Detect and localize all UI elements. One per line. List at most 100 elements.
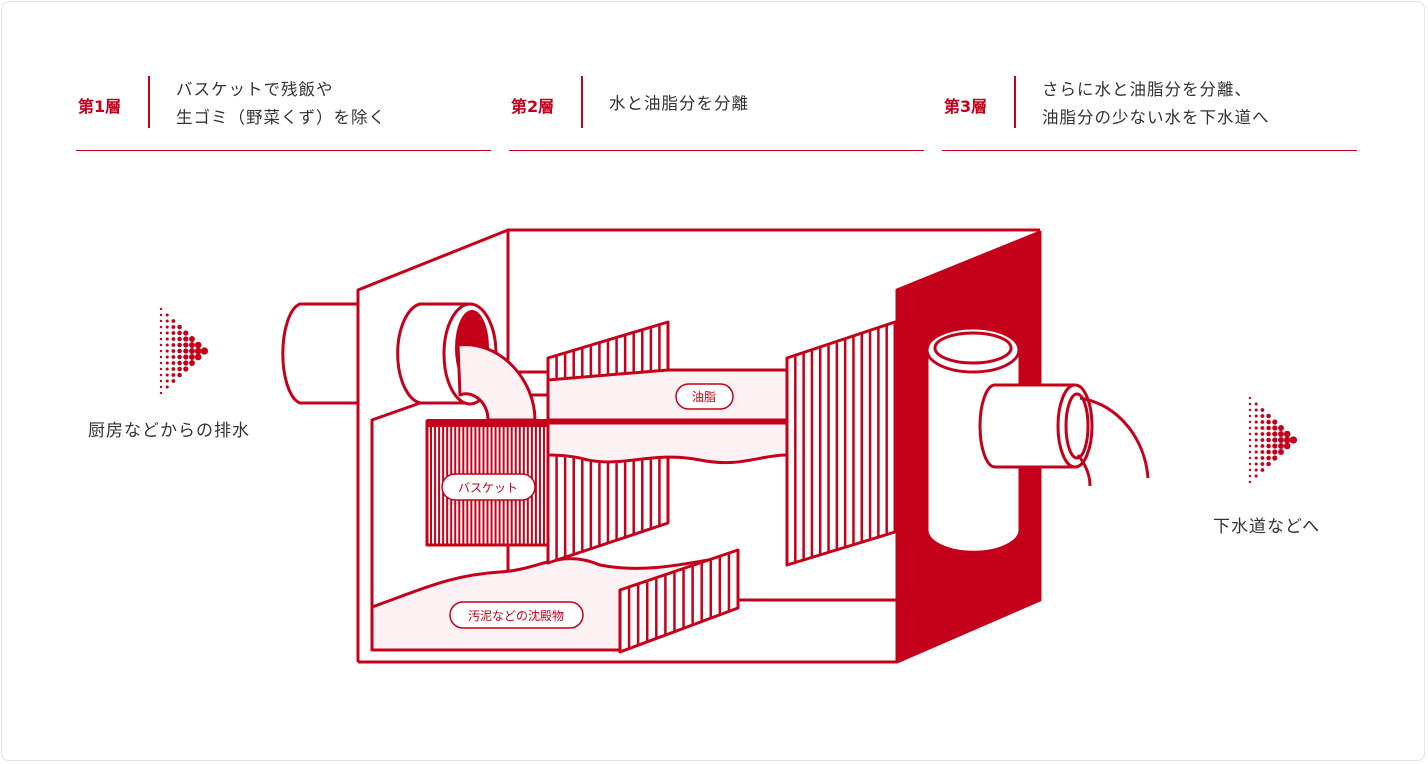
dot — [159, 379, 163, 383]
dot — [1248, 474, 1252, 478]
dot — [177, 348, 182, 354]
dot — [1272, 437, 1278, 443]
dot — [189, 336, 195, 342]
dot — [1278, 437, 1284, 443]
layer-3-label: 第3層 — [944, 97, 988, 116]
dot — [183, 354, 189, 360]
dot — [1248, 438, 1252, 442]
dot — [171, 373, 176, 377]
dot — [171, 331, 176, 335]
dot — [1266, 437, 1271, 443]
dot — [1254, 474, 1258, 478]
dot — [177, 354, 182, 360]
dot — [165, 373, 169, 377]
layer-2: 第2層 水と油脂分を分離 — [509, 76, 924, 151]
dot — [1260, 438, 1265, 442]
dot — [1266, 443, 1271, 449]
dot — [1254, 462, 1258, 466]
dot — [1254, 402, 1258, 406]
dot — [1260, 450, 1265, 454]
dot — [165, 343, 169, 347]
dot — [189, 360, 195, 366]
dot — [1272, 425, 1278, 431]
dot — [194, 347, 202, 355]
dot — [165, 331, 169, 335]
dot — [1272, 419, 1278, 425]
dot — [1254, 426, 1258, 430]
dot — [200, 347, 209, 355]
dot — [1260, 462, 1265, 466]
dot — [1248, 480, 1252, 484]
dot — [1254, 468, 1258, 472]
layer-2-desc: 水と油脂分を分離 — [609, 94, 749, 113]
dot — [1248, 444, 1252, 448]
dot — [165, 349, 169, 353]
dot — [1272, 455, 1278, 461]
oil-layer — [546, 368, 789, 422]
dot — [177, 336, 182, 342]
dot — [159, 361, 163, 365]
dot — [1283, 442, 1291, 450]
dot — [159, 325, 163, 329]
divider — [581, 76, 583, 128]
dot — [1260, 432, 1265, 436]
dot — [183, 366, 189, 372]
dot — [165, 385, 169, 389]
dot — [1266, 455, 1271, 461]
layer-3-desc: さらに水と油脂分を分離、 油脂分の少ない水を下水道へ — [1042, 80, 1270, 127]
dot — [194, 353, 202, 361]
dot — [1260, 420, 1265, 424]
dot — [1260, 468, 1265, 472]
dot — [1248, 462, 1252, 466]
dot — [1272, 431, 1278, 437]
dot — [159, 355, 163, 359]
dot — [1266, 413, 1271, 419]
dot — [177, 342, 182, 348]
dot — [159, 307, 163, 311]
dot — [165, 313, 169, 317]
dot — [171, 355, 176, 359]
oil-tag-text: 油脂 — [692, 389, 716, 404]
basket-tag: バスケット — [441, 473, 536, 501]
basket-tag-text: バスケット — [458, 481, 518, 495]
inflow-arrow-icon — [159, 307, 209, 395]
dot — [1266, 419, 1271, 425]
dot — [1254, 408, 1258, 412]
dot — [165, 367, 169, 371]
tank-left-face — [356, 228, 1040, 662]
dot — [165, 319, 169, 323]
dot — [1266, 431, 1271, 437]
dot — [1254, 456, 1258, 460]
dot — [177, 372, 182, 378]
dot — [1248, 456, 1252, 460]
dot — [1266, 425, 1271, 431]
dot — [159, 337, 163, 341]
dot — [183, 336, 189, 342]
dot — [183, 348, 189, 354]
dot — [1248, 426, 1252, 430]
dot — [177, 330, 182, 336]
dot — [159, 367, 163, 371]
dot — [1289, 436, 1298, 444]
dot — [1254, 414, 1258, 418]
dot — [183, 360, 189, 366]
dot — [1254, 450, 1258, 454]
baffle-2 — [785, 320, 897, 567]
dot — [1254, 420, 1258, 424]
layer-1-label: 第1層 — [78, 97, 122, 116]
dot — [1254, 438, 1258, 442]
dot — [171, 361, 176, 365]
dot — [1266, 461, 1271, 467]
outlet-label: 下水道などへ — [1213, 517, 1321, 537]
layer-2-label: 第2層 — [511, 97, 555, 116]
inlet-pipe — [281, 302, 358, 405]
dot — [159, 331, 163, 335]
dot — [177, 324, 182, 330]
dot — [165, 361, 169, 365]
outflow-arrow-icon — [1248, 396, 1298, 484]
dot — [171, 337, 176, 341]
dot — [1248, 450, 1252, 454]
dot — [171, 325, 176, 329]
dot — [165, 379, 169, 383]
